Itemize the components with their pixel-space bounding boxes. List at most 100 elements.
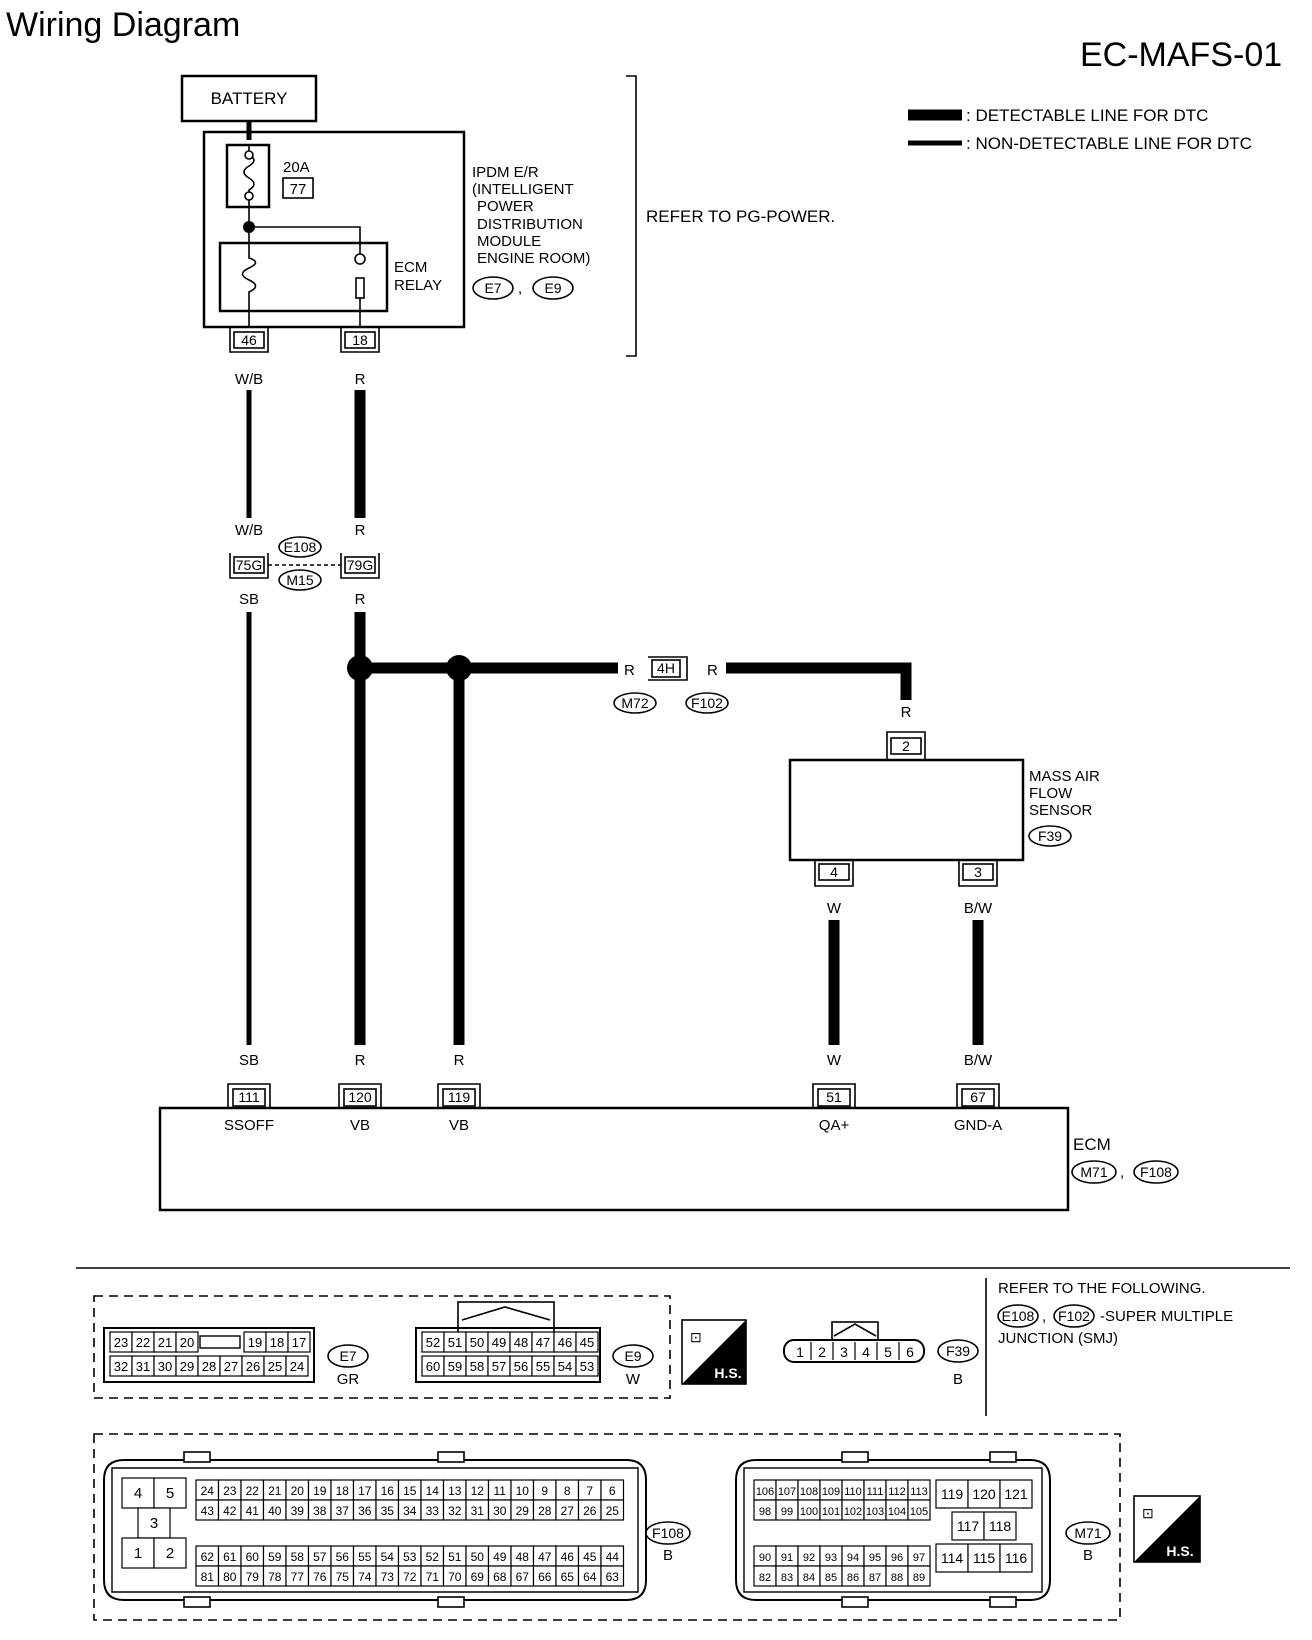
e7-pin-18-label: 18 xyxy=(270,1335,284,1350)
m71-pin-92-label: 92 xyxy=(803,1552,815,1564)
f108-pin-20-label: 20 xyxy=(291,1484,305,1498)
svg-text:18: 18 xyxy=(352,332,368,348)
f108-pin-4 xyxy=(121,1477,155,1509)
f108-pin-2-label: 2 xyxy=(166,1545,174,1562)
f108-pin-45-label: 45 xyxy=(583,1550,597,1564)
ecm-label: ECM xyxy=(1073,1135,1111,1154)
m71-pin-95-label: 95 xyxy=(869,1552,881,1564)
svg-text:B: B xyxy=(953,1371,963,1388)
svg-text:MASS AIR: MASS AIR xyxy=(1029,768,1100,785)
wire-color-sb-1: SB xyxy=(239,591,259,608)
m71-pin-114-label: 114 xyxy=(941,1550,964,1566)
svg-text:E7: E7 xyxy=(484,280,501,296)
splice-dot-1 xyxy=(347,655,373,681)
f108-pin-9-label: 9 xyxy=(541,1484,548,1498)
e7-pin-23-label: 23 xyxy=(114,1335,128,1350)
f108-pin-66-label: 66 xyxy=(538,1570,552,1584)
f108-pin-71-label: 71 xyxy=(426,1570,440,1584)
e7-pin-21-label: 21 xyxy=(158,1335,172,1350)
m71-pin-121-label: 121 xyxy=(1004,1486,1028,1502)
m71-pin-85-label: 85 xyxy=(825,1572,837,1584)
wire-color-r-6: R xyxy=(901,704,912,721)
svg-text:DISTRIBUTION: DISTRIBUTION xyxy=(477,216,583,233)
refer-bracket xyxy=(626,75,637,357)
e9-pin-53-label: 53 xyxy=(580,1359,594,1374)
m71-pin-113-label: 113 xyxy=(910,1486,928,1498)
svg-text:111: 111 xyxy=(238,1089,259,1105)
f108-pin-12-label: 12 xyxy=(471,1484,485,1498)
m71-pin-83-label: 83 xyxy=(781,1572,793,1584)
m71-pin-99-label: 99 xyxy=(781,1506,793,1518)
f108-pin-42-label: 42 xyxy=(223,1504,237,1518)
m71-pin-119 xyxy=(935,1479,969,1509)
svg-text:67: 67 xyxy=(970,1089,986,1105)
f108-pin-35-label: 35 xyxy=(381,1504,395,1518)
wire-color-r-8: R xyxy=(454,1052,465,1069)
ipdm-label: IPDM E/R (INTELLIGENT POWER DISTRIBUTION… xyxy=(472,164,590,267)
svg-text:ENGINE ROOM): ENGINE ROOM) xyxy=(477,250,590,267)
m71-pin-104-label: 104 xyxy=(888,1506,906,1518)
f108-pin-26-label: 26 xyxy=(583,1504,597,1518)
e7-pin-20 xyxy=(175,1331,199,1353)
f108-pin-60-label: 60 xyxy=(246,1550,260,1564)
e9-pin-54-label: 54 xyxy=(558,1359,572,1374)
m71-pin-114 xyxy=(935,1543,969,1573)
harness-side-badge: ⊡ H.S. xyxy=(681,1319,747,1385)
m71-pin-118 xyxy=(983,1511,1017,1541)
f108-pin-1-label: 1 xyxy=(134,1545,142,1562)
f108-pin-57-label: 57 xyxy=(313,1550,327,1564)
e9-pin-59-label: 59 xyxy=(448,1359,462,1374)
e7-pin-25-label: 25 xyxy=(268,1359,282,1374)
f108-pin-47-label: 47 xyxy=(538,1550,552,1564)
svg-text:75G: 75G xyxy=(236,557,262,573)
e7-pin-30-label: 30 xyxy=(158,1359,172,1374)
m71-pin-93-label: 93 xyxy=(825,1552,837,1564)
f108-pin-2 xyxy=(153,1537,187,1569)
e7-pin-24 xyxy=(285,1355,309,1377)
wire-color-r-7: R xyxy=(355,1052,366,1069)
e9-pin-49-label: 49 xyxy=(492,1335,506,1350)
m71-pin-96-label: 96 xyxy=(891,1552,903,1564)
svg-text:,: , xyxy=(518,280,522,297)
m71-pin-111-label: 111 xyxy=(867,1486,884,1498)
wire-color-r-1: R xyxy=(355,371,366,388)
f108-pin-32-label: 32 xyxy=(448,1504,462,1518)
f108-pin-65-label: 65 xyxy=(561,1570,575,1584)
svg-text:E9: E9 xyxy=(624,1348,641,1364)
legend-non-detectable-text: : NON-DETECTABLE LINE FOR DTC xyxy=(966,134,1252,153)
e7-pin-17-label: 17 xyxy=(292,1335,306,1350)
svg-text:F102: F102 xyxy=(1058,1308,1090,1324)
svg-text:VB: VB xyxy=(449,1117,469,1134)
f108-pin-36-label: 36 xyxy=(358,1504,372,1518)
f108-pin-22-label: 22 xyxy=(246,1484,260,1498)
f108-pin-5 xyxy=(153,1477,187,1509)
e7-pin-31-label: 31 xyxy=(136,1359,150,1374)
wire-color-wb-2: W/B xyxy=(235,522,263,539)
m71-pin-88-label: 88 xyxy=(891,1572,903,1584)
f108-pin-78-label: 78 xyxy=(268,1570,282,1584)
e9-pin-50-label: 50 xyxy=(470,1335,484,1350)
svg-text:POWER: POWER xyxy=(477,198,534,215)
svg-text:120: 120 xyxy=(348,1089,372,1105)
svg-text:-SUPER MULTIPLE: -SUPER MULTIPLE xyxy=(1100,1308,1233,1325)
relay-label-1: ECM xyxy=(394,259,427,276)
f39-pin-2: 2 xyxy=(818,1344,826,1360)
m71-pin-90-label: 90 xyxy=(759,1552,771,1564)
f108-pin-68-label: 68 xyxy=(493,1570,507,1584)
m71-pin-119-label: 119 xyxy=(941,1486,964,1502)
f108-pin-58-label: 58 xyxy=(291,1550,305,1564)
f108-pin-5-label: 5 xyxy=(166,1485,174,1502)
wire-color-w-2: W xyxy=(827,1052,842,1069)
svg-text:IPDM E/R: IPDM E/R xyxy=(472,164,539,181)
f108-pin-75-label: 75 xyxy=(336,1570,350,1584)
svg-text:JUNCTION (SMJ): JUNCTION (SMJ) xyxy=(998,1330,1118,1347)
maf-pin-2: 2 xyxy=(886,731,926,760)
svg-text:SENSOR: SENSOR xyxy=(1029,802,1093,819)
relay-label-2: RELAY xyxy=(394,277,442,294)
connector-e9-tag xyxy=(532,276,574,300)
svg-text:B: B xyxy=(663,1547,673,1564)
